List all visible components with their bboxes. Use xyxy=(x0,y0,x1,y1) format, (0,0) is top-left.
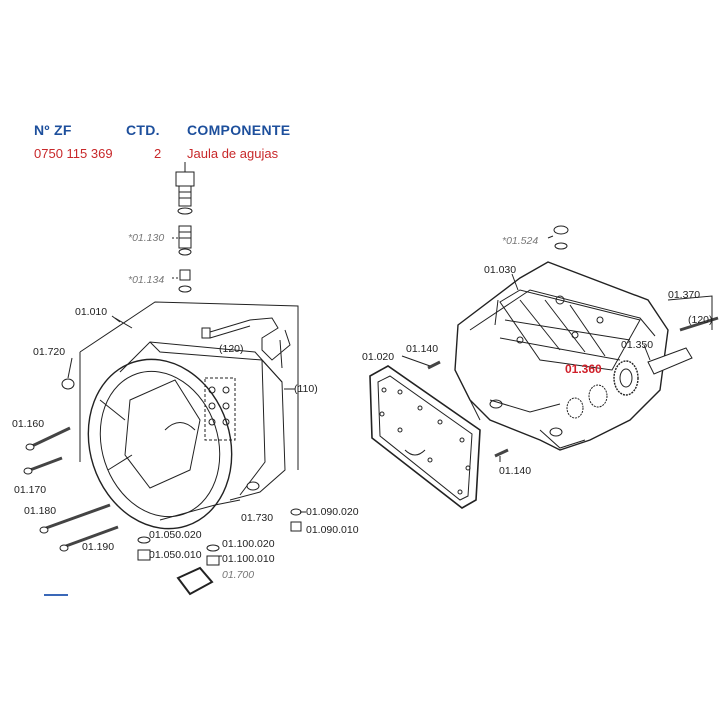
sensor-part-top xyxy=(175,162,195,215)
gasket-01700 xyxy=(176,566,214,596)
label-01180: 01.180 xyxy=(24,505,57,517)
plug-01050 xyxy=(137,536,151,561)
plug-part xyxy=(178,269,192,293)
label-01720: 01.720 xyxy=(33,346,66,358)
transmission-housing xyxy=(454,261,669,451)
component-header: COMPONENTE xyxy=(187,122,291,138)
plug-01090 xyxy=(290,508,302,532)
pin-01140-lower xyxy=(494,448,509,458)
label-01140-lower: 01.140 xyxy=(499,465,532,477)
gear-large xyxy=(613,360,639,396)
plug-01100 xyxy=(206,544,220,566)
label-01700: 01.700 xyxy=(222,569,255,581)
label-01010: 01.010 xyxy=(75,306,108,318)
label-01524: *01.524 xyxy=(502,235,539,247)
shaft-01350 xyxy=(647,347,693,375)
label-01050010: 01.050.010 xyxy=(149,549,202,561)
bolt-01170 xyxy=(23,456,63,475)
label-01020: 01.020 xyxy=(362,351,395,363)
label-01130: *01.130 xyxy=(128,232,165,244)
label-01090010: 01.090.010 xyxy=(306,524,359,536)
label-01370: 01.370 xyxy=(668,289,701,301)
label-01730: 01.730 xyxy=(241,512,274,524)
gasket-01020 xyxy=(369,365,481,509)
quantity-value: 2 xyxy=(154,146,162,161)
cover-01524 xyxy=(553,225,569,250)
label-01170: 01.170 xyxy=(14,484,47,496)
bolt-01180 xyxy=(39,503,111,534)
label-01140-upper: 01.140 xyxy=(406,343,439,355)
label-01350: 01.350 xyxy=(621,339,654,351)
label-120-left: (120) xyxy=(219,343,244,355)
part-number-header: Nº ZF xyxy=(34,122,72,138)
pin-01140-upper xyxy=(427,360,441,370)
bolt-01190 xyxy=(59,525,119,552)
label-01100020: 01.100.020 xyxy=(222,538,275,550)
label-01134: *01.134 xyxy=(128,274,165,286)
plug-01720 xyxy=(61,357,75,390)
label-120-right: (120) xyxy=(688,314,713,326)
label-110: (110) xyxy=(294,383,318,395)
label-01360: 01.360 xyxy=(565,362,602,376)
page-tab-marker xyxy=(44,594,68,602)
oil-pipe xyxy=(201,317,291,369)
quantity-header: CTD. xyxy=(126,122,160,138)
label-01100010: 01.100.010 xyxy=(222,553,275,565)
label-01090020: 01.090.020 xyxy=(306,506,359,518)
label-01050020: 01.050.020 xyxy=(149,529,202,541)
plug-01730 xyxy=(246,481,260,491)
bolt-01160 xyxy=(25,426,71,451)
component-value: Jaula de agujas xyxy=(187,146,279,161)
label-01160: 01.160 xyxy=(12,418,45,430)
label-01030: 01.030 xyxy=(484,264,517,276)
needle-bearing-small xyxy=(566,397,584,419)
part-number-value: 0750 115 369 xyxy=(34,146,113,161)
label-01190: 01.190 xyxy=(82,541,115,553)
needle-bearing-large xyxy=(588,384,608,408)
clutch-housing xyxy=(87,341,286,530)
sensor-part-middle xyxy=(178,225,192,256)
